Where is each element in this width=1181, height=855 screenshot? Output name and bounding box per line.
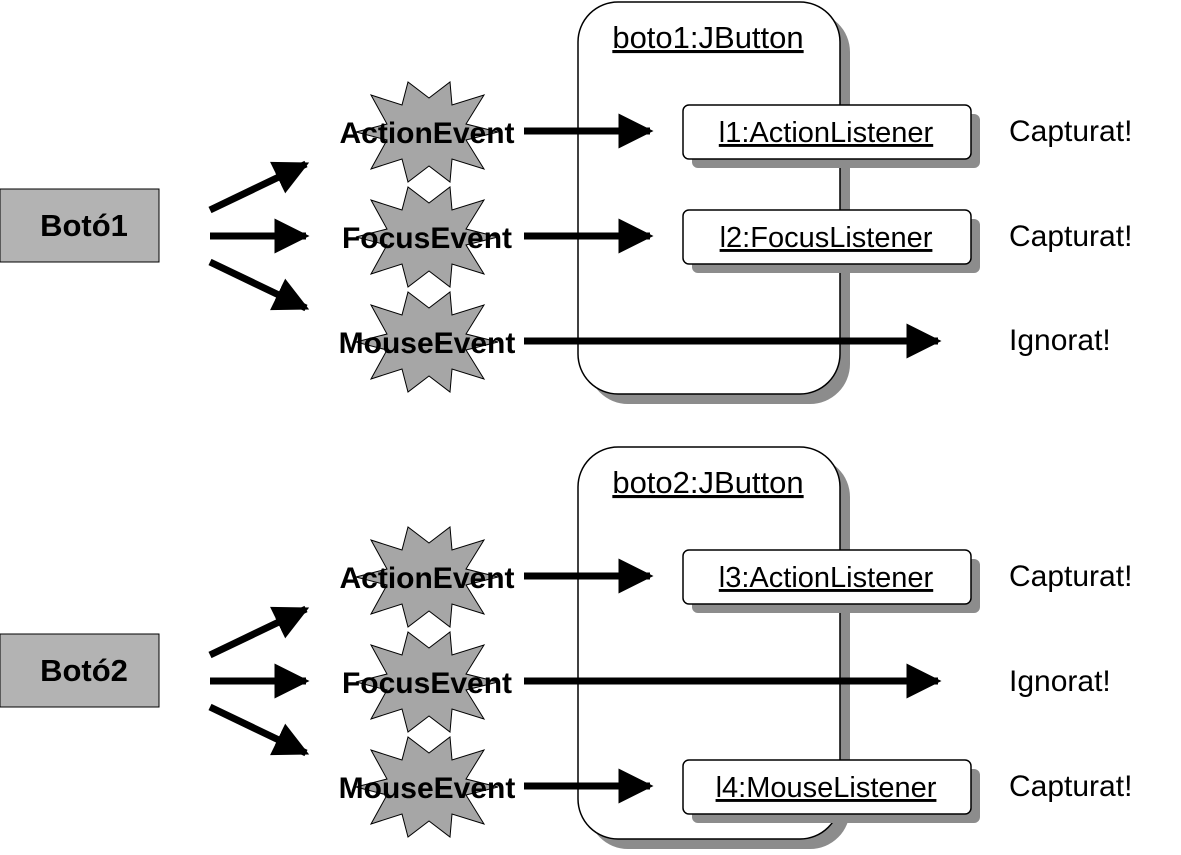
event-label: FocusEvent	[342, 222, 512, 255]
listener-label: l2:FocusListener	[720, 222, 933, 254]
event-mouse-1: MouseEvent Ignorat!	[339, 291, 1111, 393]
starburst-icon	[355, 631, 499, 733]
event-label: MouseEvent	[339, 772, 516, 805]
starburst-icon	[355, 186, 499, 288]
group-2: boto2:JButton Botó2 ActionEvent l3:Actio…	[0, 446, 1132, 849]
starburst-icon	[355, 736, 499, 838]
result-label: Capturat!	[1009, 770, 1132, 803]
button-box	[0, 633, 160, 708]
listener-box: l2:FocusListener	[682, 209, 980, 273]
button-box	[0, 188, 160, 263]
listener-box: l4:MouseListener	[682, 759, 980, 823]
event-label: ActionEvent	[339, 562, 514, 595]
listener-label: l3:ActionListener	[719, 562, 934, 594]
result-label: Capturat!	[1009, 220, 1132, 253]
event-action-2: ActionEvent l3:ActionListener Capturat!	[339, 526, 1132, 628]
result-label: Capturat!	[1009, 115, 1132, 148]
starburst-icon	[355, 291, 499, 393]
button-boto2: Botó2	[0, 633, 160, 708]
jbutton-box	[577, 1, 841, 395]
event-focus-1: FocusEvent l2:FocusListener Capturat!	[342, 186, 1132, 288]
starburst-icon	[355, 81, 499, 183]
group-1: boto1:JButton Botó1 ActionEvent l1:Actio…	[0, 1, 1132, 404]
jbutton-title: boto1:JButton	[612, 20, 803, 55]
listener-label: l4:MouseListener	[716, 772, 937, 804]
result-label: Ignorat!	[1009, 665, 1111, 698]
result-label: Capturat!	[1009, 560, 1132, 593]
event-focus-2: FocusEvent Ignorat!	[342, 631, 1111, 733]
button-label: Botó2	[40, 653, 128, 688]
event-label: MouseEvent	[339, 327, 516, 360]
listener-box: l1:ActionListener	[682, 104, 980, 168]
button-boto1: Botó1	[0, 188, 160, 263]
jbutton-box	[577, 446, 841, 840]
event-action-1: ActionEvent l1:ActionListener Capturat!	[339, 81, 1132, 183]
event-label: ActionEvent	[339, 117, 514, 150]
fan-arrow-up	[208, 160, 310, 214]
starburst-icon	[355, 526, 499, 628]
fan-arrow-down	[208, 703, 310, 757]
result-label: Ignorat!	[1009, 324, 1111, 357]
listener-box: l3:ActionListener	[682, 549, 980, 613]
jbutton-title: boto2:JButton	[612, 465, 803, 500]
event-label: FocusEvent	[342, 667, 512, 700]
event-mouse-2: MouseEvent l4:MouseListener Capturat!	[339, 736, 1132, 838]
listener-label: l1:ActionListener	[719, 117, 934, 149]
jbutton-object-2: boto2:JButton	[577, 446, 850, 849]
button-label: Botó1	[40, 208, 128, 243]
fan-arrow-down	[208, 258, 310, 312]
fan-arrow-up	[208, 605, 310, 659]
